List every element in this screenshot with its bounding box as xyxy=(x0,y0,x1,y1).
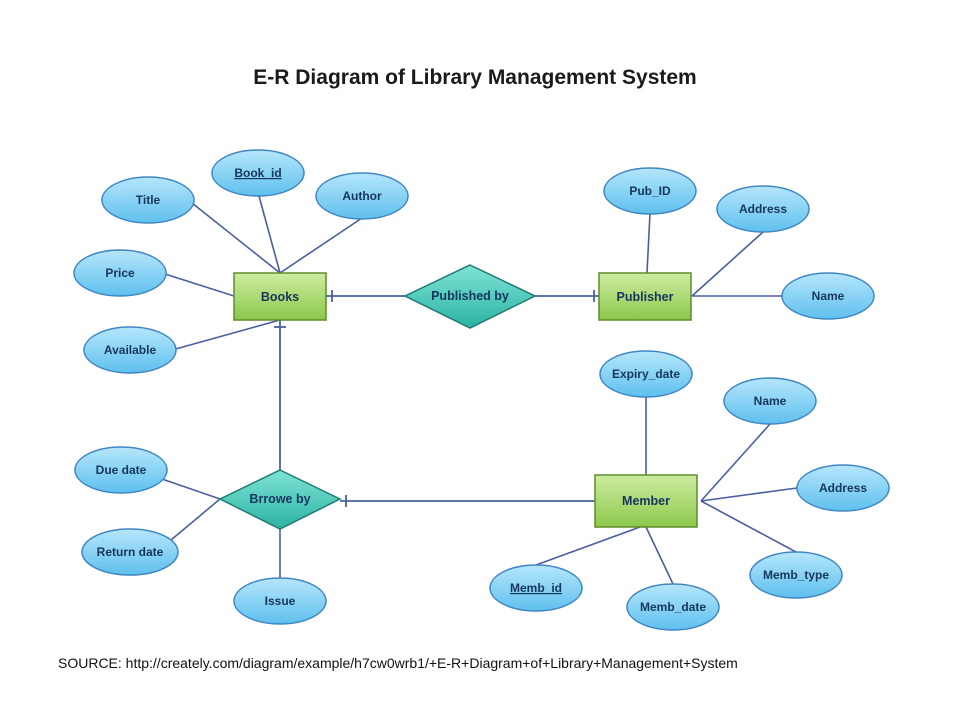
attribute-label: Memb_type xyxy=(763,568,829,582)
entity-label: Member xyxy=(622,494,670,508)
attribute-connectors xyxy=(161,195,798,585)
connector-member-address xyxy=(700,487,798,502)
attribute-pub-id[interactable]: Pub_ID xyxy=(603,167,697,215)
attribute-label: Price xyxy=(105,266,135,280)
attribute-price[interactable]: Price xyxy=(73,249,167,297)
entity-label: Publisher xyxy=(617,290,674,304)
attribute-label: Due date xyxy=(96,463,147,477)
attribute-title[interactable]: Title xyxy=(101,176,195,224)
connector-memb-id xyxy=(535,526,641,566)
connector-due-date xyxy=(161,478,221,500)
attribute-label: Expiry_date xyxy=(612,367,680,381)
attribute-book-id[interactable]: Book_id xyxy=(211,149,305,197)
connector-title xyxy=(191,202,281,274)
entity-label: Books xyxy=(261,290,299,304)
attribute-publisher-address[interactable]: Address xyxy=(716,185,810,233)
attribute-member-address[interactable]: Address xyxy=(796,464,890,512)
attribute-author[interactable]: Author xyxy=(315,172,409,220)
attribute-member-name[interactable]: Name xyxy=(723,377,817,425)
connector-memb-date xyxy=(645,526,674,585)
connector-book-id xyxy=(258,195,281,274)
attribute-label: Book_id xyxy=(234,166,281,180)
attribute-publisher-name[interactable]: Name xyxy=(781,272,875,320)
relationship-published-by[interactable]: Published by xyxy=(403,264,537,329)
attribute-label: Address xyxy=(819,481,867,495)
attribute-label: Title xyxy=(136,193,161,207)
attribute-available[interactable]: Available xyxy=(83,326,177,374)
attribute-return-date[interactable]: Return date xyxy=(81,528,179,576)
attribute-label: Memb_id xyxy=(510,581,562,595)
source-note: SOURCE: http://creately.com/diagram/exam… xyxy=(58,655,738,671)
attribute-memb-type[interactable]: Memb_type xyxy=(749,551,843,599)
attribute-label: Return date xyxy=(97,545,164,559)
entity-member[interactable]: Member xyxy=(594,474,698,528)
attribute-label: Name xyxy=(812,289,845,303)
attribute-issue[interactable]: Issue xyxy=(233,577,327,625)
attribute-memb-id[interactable]: Memb_id xyxy=(489,564,583,612)
connector-price xyxy=(164,273,235,297)
relationship-label: Brrowe by xyxy=(249,492,310,506)
attribute-label: Pub_ID xyxy=(629,184,671,198)
connector-pub-address xyxy=(691,231,764,297)
relationship-label: Published by xyxy=(431,289,509,303)
attribute-label: Author xyxy=(342,189,382,203)
attribute-due-date[interactable]: Due date xyxy=(74,446,168,494)
relationship-borrowed-by[interactable]: Brrowe by xyxy=(218,469,342,530)
connector-memb-type xyxy=(700,500,797,553)
attribute-label: Memb_date xyxy=(640,600,706,614)
attribute-expiry-date[interactable]: Expiry_date xyxy=(599,350,693,398)
connector-return-date xyxy=(170,498,221,541)
attribute-label: Available xyxy=(104,343,157,357)
diagram-title: E-R Diagram of Library Management System xyxy=(253,66,697,89)
attribute-memb-date[interactable]: Memb_date xyxy=(626,583,720,631)
relationship-connectors xyxy=(274,290,599,507)
connector-available xyxy=(171,319,281,351)
attribute-label: Name xyxy=(754,394,787,408)
attribute-label: Issue xyxy=(265,594,296,608)
connector-author xyxy=(279,217,363,274)
entity-publisher[interactable]: Publisher xyxy=(598,272,692,321)
connector-pub-id xyxy=(646,212,651,274)
connector-member-name xyxy=(700,423,771,502)
entity-books[interactable]: Books xyxy=(233,272,327,321)
attribute-label: Address xyxy=(739,202,787,216)
